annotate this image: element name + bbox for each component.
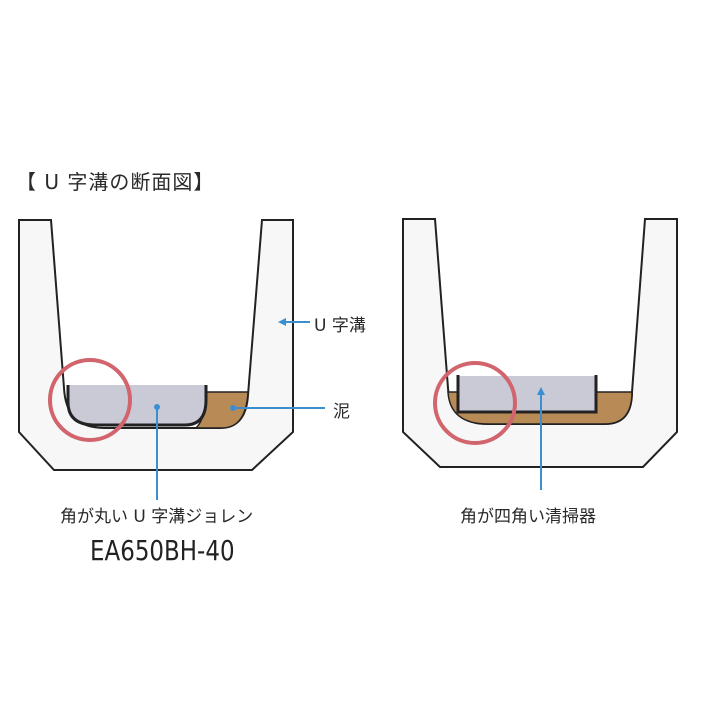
label-mud: 泥 (333, 402, 350, 422)
model-number: EA650BH-40 (90, 534, 235, 567)
left-u-channel (18, 219, 325, 500)
diagram-title: 【 U 字溝の断面図】 (16, 170, 215, 194)
label-rounded-tool: 角が丸い U 字溝ジョレン (60, 507, 254, 527)
label-u-channel: U 字溝 (314, 316, 366, 336)
right-u-channel (402, 218, 678, 490)
label-square-tool: 角が四角い清掃器 (460, 507, 596, 527)
